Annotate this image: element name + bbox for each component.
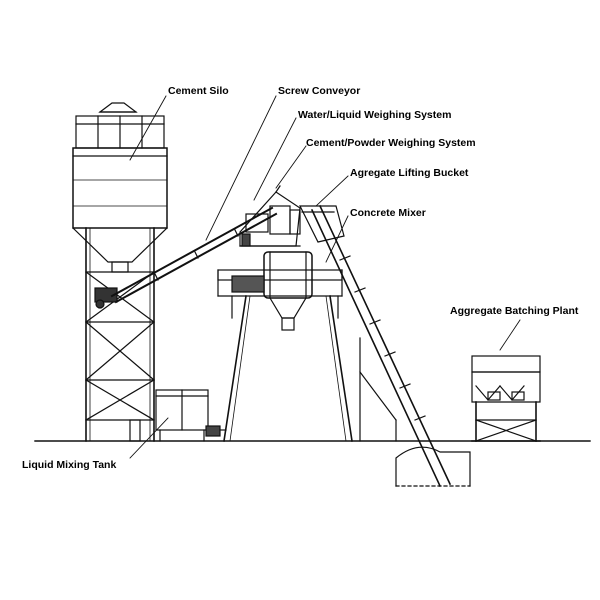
label-concrete-mixer: Concrete Mixer — [350, 207, 426, 219]
lifting-bucket-track — [299, 204, 471, 488]
screw-conveyor — [110, 206, 278, 304]
liquid-mixing-tank — [155, 389, 227, 442]
cement-silo — [72, 102, 168, 442]
label-cement-weighing: Cement/Powder Weighing System — [306, 137, 476, 149]
label-cement-silo: Cement Silo — [168, 85, 229, 97]
label-water-weighing: Water/Liquid Weighing System — [298, 109, 451, 121]
label-liquid-tank: Liquid Mixing Tank — [22, 459, 116, 471]
concrete-mixer — [217, 251, 353, 442]
leader-lines — [129, 95, 521, 459]
label-lifting-bucket: Agregate Lifting Bucket — [350, 167, 469, 179]
weighing-systems — [239, 185, 301, 247]
label-batching-plant: Aggregate Batching Plant — [450, 305, 579, 317]
label-screw-conveyor: Screw Conveyor — [278, 85, 360, 97]
aggregate-batching-plant — [471, 355, 541, 442]
labels: Cement Silo Screw Conveyor Water/Liquid … — [22, 85, 579, 471]
